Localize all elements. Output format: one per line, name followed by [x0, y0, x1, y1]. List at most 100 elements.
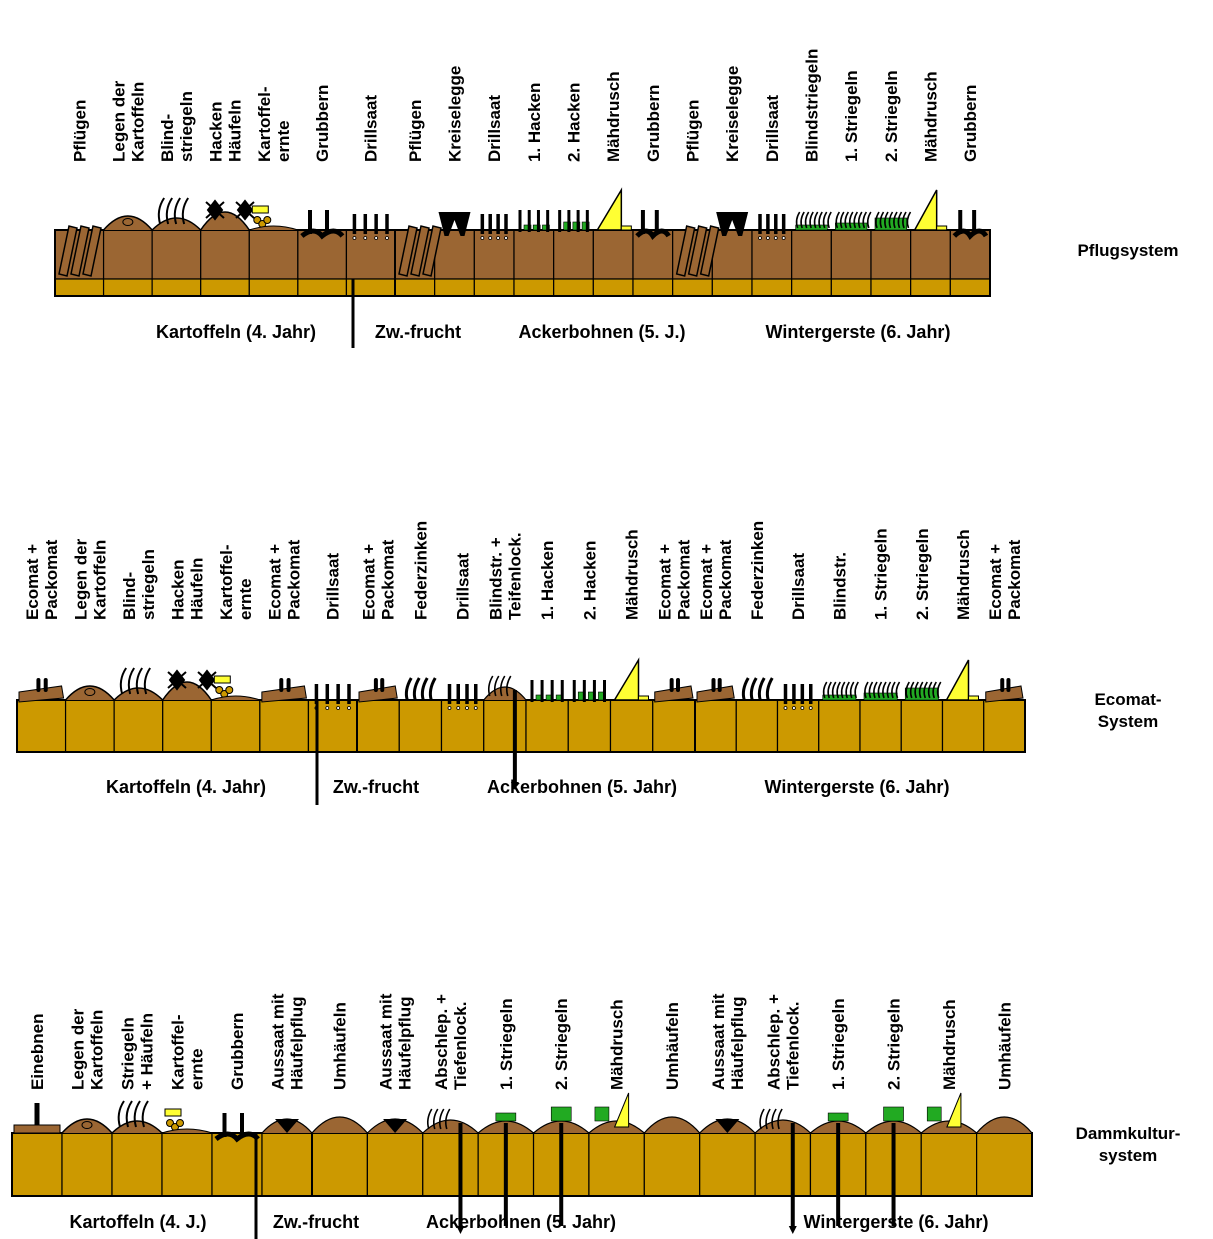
operation-label: Drillsaat: [324, 553, 343, 620]
plough-slice: [398, 225, 418, 277]
soil-ridge: [111, 1120, 163, 1134]
harrow-tine: [836, 681, 841, 699]
subsoiler-tip: [510, 782, 519, 790]
operation-label: Mähdrusch: [922, 71, 941, 162]
tine: [141, 1100, 149, 1128]
tine: [117, 1100, 125, 1128]
soil-cell: [525, 699, 569, 753]
operation-label: Packomat: [1005, 539, 1024, 620]
operation-label: 2. Striegeln: [882, 70, 901, 162]
subsoil-cell: [54, 278, 105, 297]
tine: [133, 1100, 141, 1128]
topsoil-cell: [248, 229, 299, 280]
subsoil-cell: [711, 278, 753, 297]
ecomat-share: [286, 678, 291, 692]
spring-tine: [741, 677, 750, 701]
soil-block-outline: [694, 699, 1026, 753]
operation-label: 1. Striegeln: [872, 528, 891, 620]
operation-label: 2. Hacken: [580, 541, 599, 620]
harrow-tine: [882, 681, 887, 699]
subsoil-cell: [394, 278, 436, 297]
soil-ridge: [754, 1119, 811, 1134]
combine-cutter: [596, 187, 623, 231]
rotary-harrow: [716, 212, 749, 236]
ecomat-share: [36, 678, 41, 692]
operation-label: 2. Hacken: [565, 83, 584, 162]
plough-slice: [422, 225, 442, 277]
soil-cell: [311, 1132, 368, 1197]
operation-label: Aussaat mit: [377, 993, 396, 1090]
tine: [143, 667, 151, 695]
tuber: [176, 1119, 184, 1127]
operation-label: Mähdrusch: [940, 999, 959, 1090]
operation-label: striegeln: [139, 549, 158, 620]
operation-label: Legen der: [71, 538, 90, 620]
tine: [173, 197, 181, 225]
crop-row: [926, 1106, 942, 1122]
harrow-tine: [905, 681, 910, 699]
ecomat-share: [1000, 678, 1005, 692]
harrow-tine: [795, 211, 801, 229]
operation-label: Umhäufeln: [331, 1002, 350, 1090]
harrow-tine: [923, 681, 928, 699]
tuber: [225, 686, 234, 694]
crop-label: Wintergerste (6. Jahr): [804, 1212, 989, 1232]
operation-label: Drillsaat: [454, 553, 473, 620]
soil-cell: [64, 699, 115, 753]
operation-label: Packomat: [379, 539, 398, 620]
seed: [800, 706, 805, 710]
harrow-tine: [848, 211, 854, 229]
operation-label: Grubbern: [961, 85, 980, 162]
operation-label: Umhäufeln: [663, 1002, 682, 1090]
harrow-tine: [879, 211, 885, 229]
tine: [444, 1108, 451, 1130]
harrow-tine: [854, 681, 859, 699]
ecomat-share: [711, 678, 716, 692]
soil-cell: [699, 1132, 756, 1197]
soil-surface: [161, 1128, 213, 1134]
harvester-box: [213, 675, 231, 684]
subsoil-cell: [513, 278, 555, 297]
straw: [638, 695, 649, 701]
operation-label: Kartoffeln: [128, 82, 147, 162]
seed: [374, 236, 379, 240]
operation-label: Legen der: [69, 1008, 88, 1090]
topsoil-cell: [711, 229, 753, 280]
crop-label: Wintergerste (6. Jahr): [766, 322, 951, 342]
operation-symbols: [13, 1092, 1033, 1234]
crop-row: [827, 1112, 849, 1122]
crop-label: Zw.-frucht: [375, 322, 461, 342]
crop-label: Kartoffeln (4. J.): [69, 1212, 206, 1232]
subsoil-cell: [910, 278, 951, 297]
seed: [363, 236, 368, 240]
operation-label: 2. Striegeln: [552, 998, 571, 1090]
subsoil-cell: [632, 278, 674, 297]
tine: [771, 1108, 777, 1130]
operation-label: Striegeln: [119, 1017, 138, 1090]
harrow-tine: [849, 681, 855, 699]
harrow-tine: [914, 681, 919, 699]
seed: [385, 236, 389, 240]
spring-tine: [420, 677, 429, 701]
seed: [496, 236, 501, 240]
ecomat-share: [43, 678, 48, 692]
crop-plant: [563, 221, 571, 231]
crop-label: Ackerbohnen (5. J.): [518, 322, 685, 342]
hoe-star: [235, 199, 255, 221]
crop-plant: [572, 221, 581, 231]
tine: [125, 1100, 133, 1128]
soil-cell: [162, 699, 212, 753]
ridging-plough: [715, 1119, 740, 1133]
topsoil-cell: [200, 229, 250, 280]
operation-label: Drillsaat: [763, 95, 782, 162]
system-name: System: [1098, 712, 1158, 731]
operation-label: Häufelpflug: [288, 997, 307, 1091]
crop-row: [883, 1106, 904, 1122]
soil-surface: [211, 695, 261, 701]
seed: [465, 706, 469, 710]
operation-label: Blindstr.: [830, 552, 849, 620]
operation-label: Blind-: [158, 114, 177, 162]
